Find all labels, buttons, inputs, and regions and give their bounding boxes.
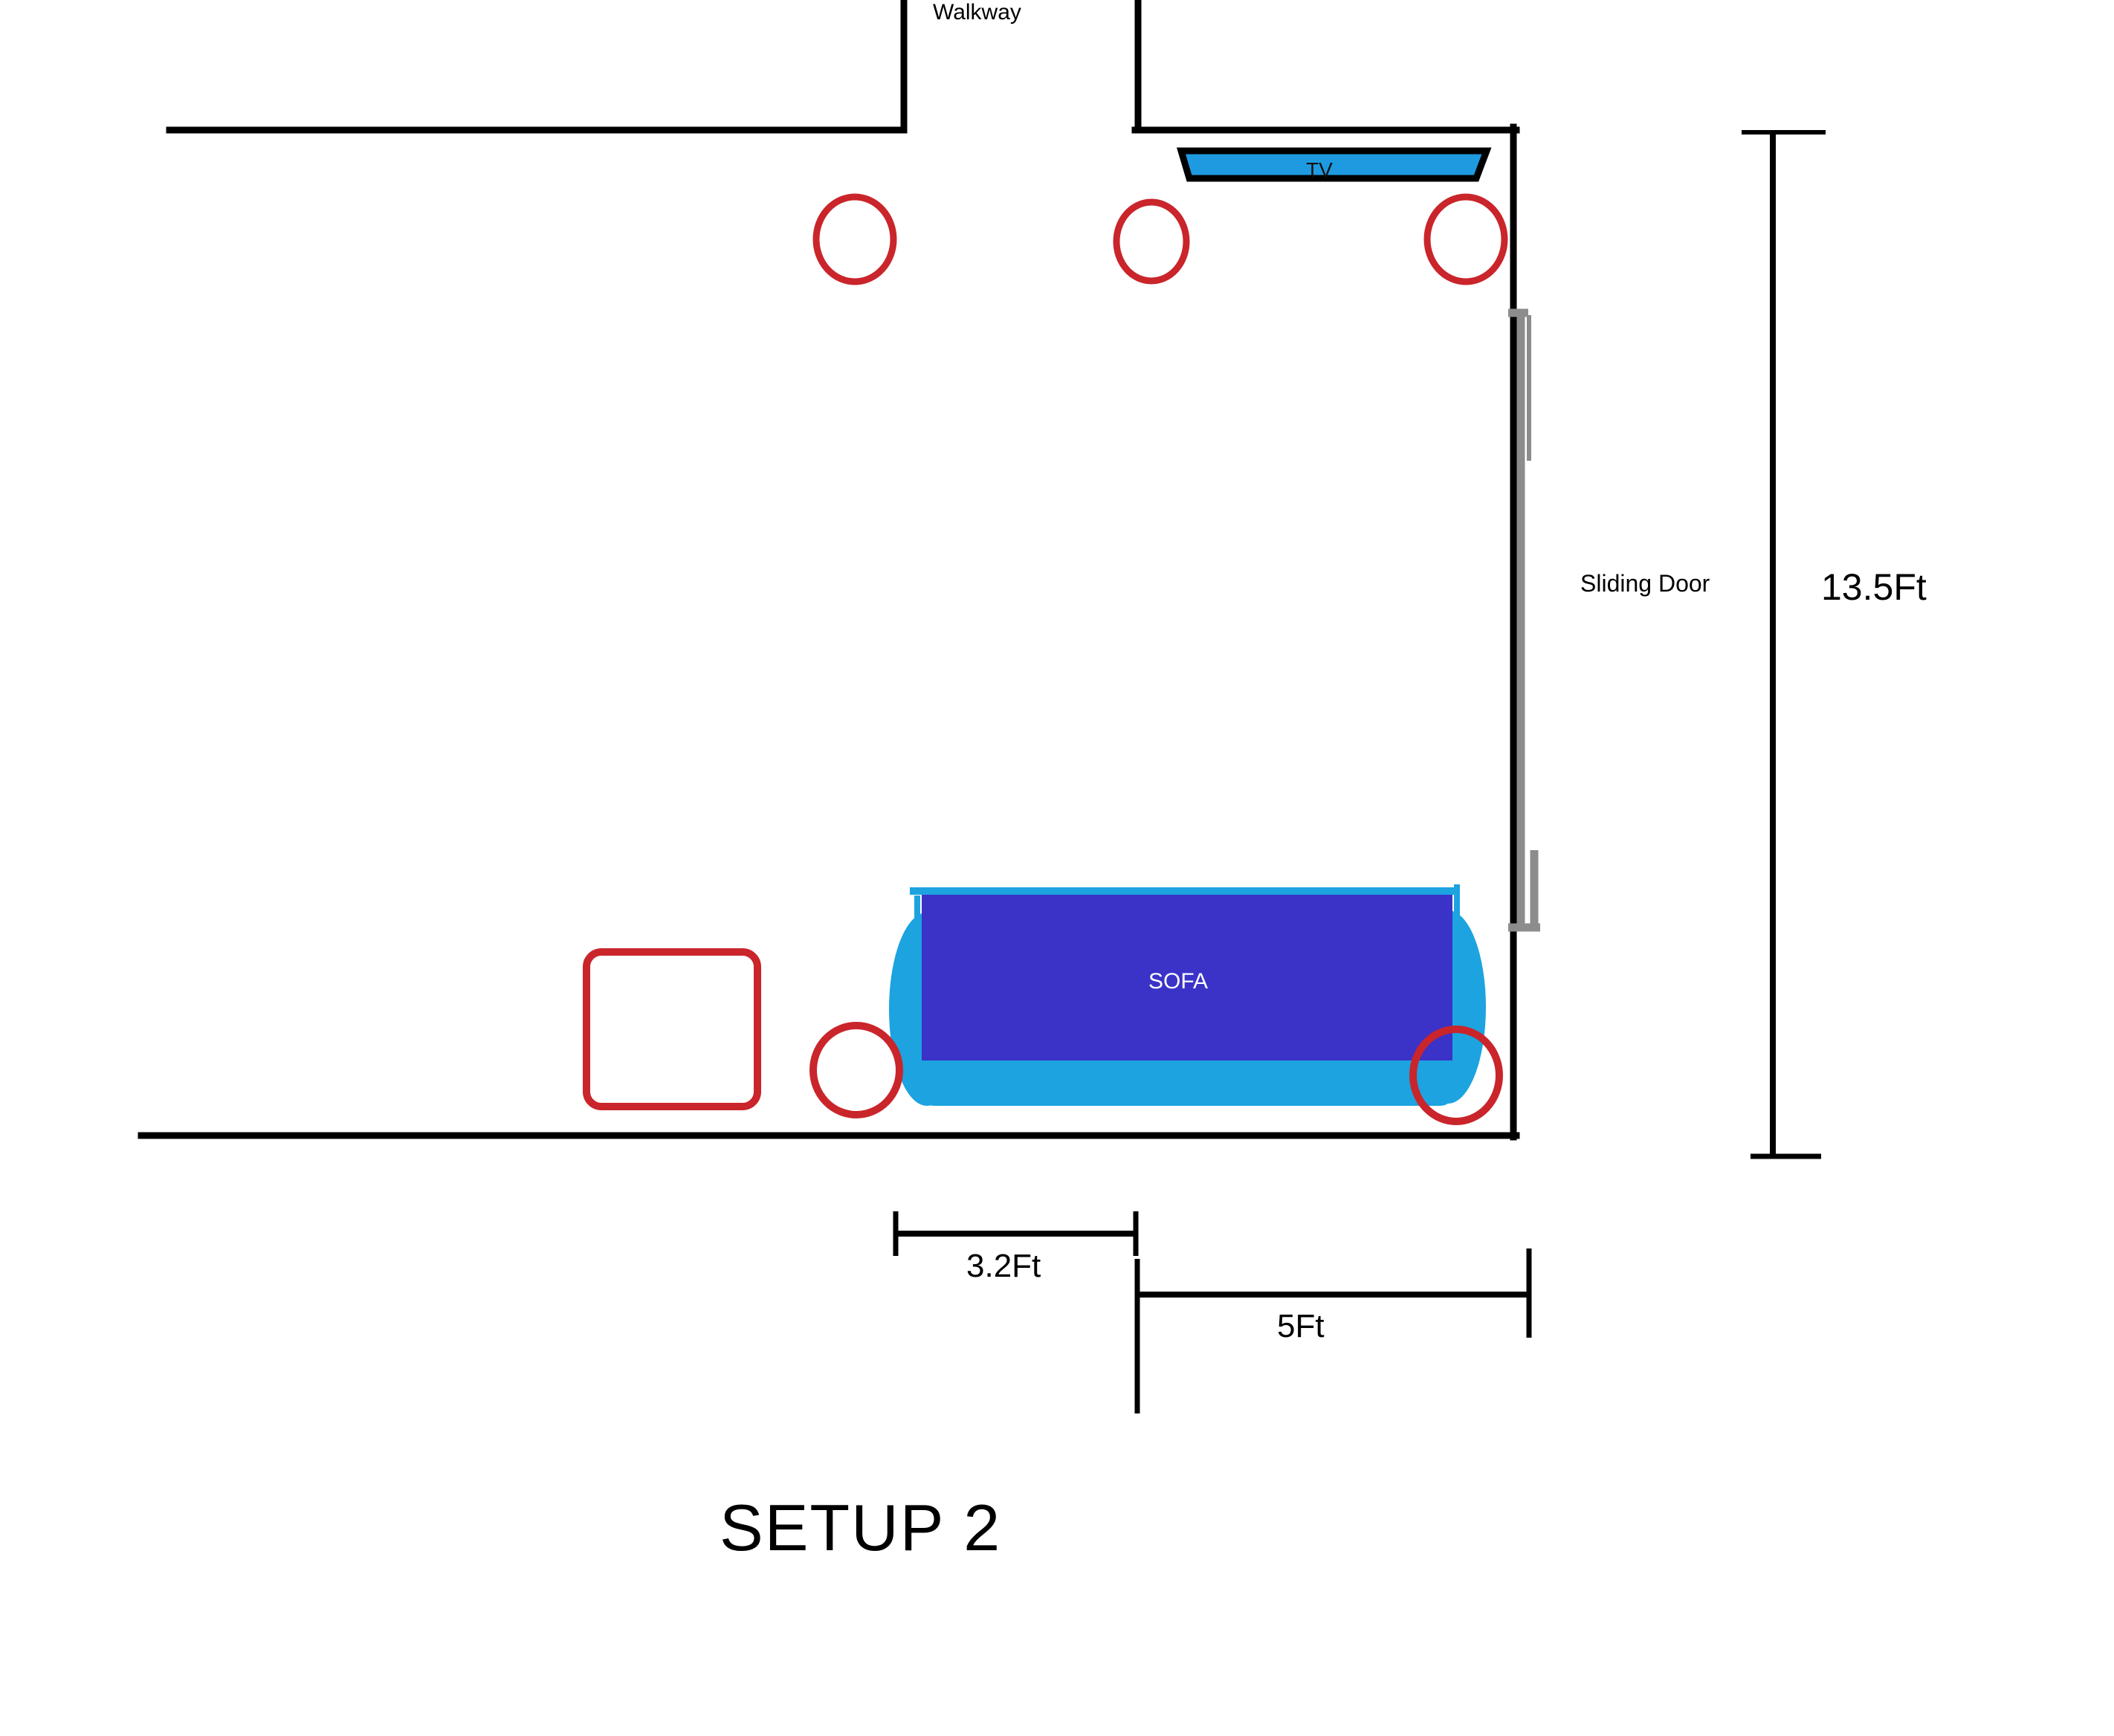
marker-circle-top-1[interactable] bbox=[812, 193, 897, 285]
tv-unit[interactable] bbox=[1176, 147, 1492, 182]
marker-square-seat[interactable] bbox=[583, 948, 761, 1110]
marker-circle-top-2[interactable] bbox=[1113, 198, 1190, 285]
sofa-backrest bbox=[922, 892, 1452, 1060]
walkway-label: Walkway bbox=[933, 0, 1021, 25]
dimension-room-height-label: 13.5Ft bbox=[1821, 566, 1927, 608]
sliding-door[interactable] bbox=[1508, 308, 1540, 932]
sofa-unit[interactable] bbox=[889, 884, 1486, 1106]
tv-shape[interactable] bbox=[1176, 147, 1492, 182]
page-title: SETUP 2 bbox=[720, 1491, 1002, 1564]
dimension-sofa-left-gap-label: 3.2Ft bbox=[966, 1248, 1041, 1284]
marker-circle-bottom-right[interactable] bbox=[1409, 1026, 1503, 1125]
sliding-door-label: Sliding Door bbox=[1580, 570, 1710, 597]
marker-circle-bottom-left[interactable] bbox=[809, 1022, 903, 1118]
dimension-sofa-right-span-label: 5Ft bbox=[1277, 1308, 1325, 1344]
marker-circle-top-3[interactable] bbox=[1423, 193, 1508, 285]
dimension-sofa-left-gap bbox=[893, 1211, 1139, 1256]
sofa-label: SOFA bbox=[1148, 969, 1209, 994]
tv-label: TV bbox=[1306, 158, 1333, 181]
dimension-sofa-right-span bbox=[1134, 1248, 1532, 1413]
room-walls bbox=[138, 0, 1520, 1141]
red-position-markers[interactable] bbox=[583, 193, 1508, 1125]
dimension-room-height bbox=[1742, 130, 1826, 1159]
